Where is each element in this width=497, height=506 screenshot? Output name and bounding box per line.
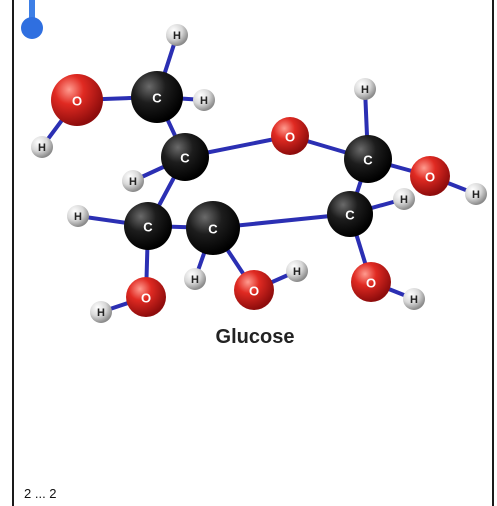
oxygen-sphere <box>410 156 450 196</box>
hydrogen-label: H <box>472 189 480 201</box>
carbon-label: C <box>208 222 218 237</box>
hydrogen-label: H <box>129 176 137 188</box>
hydrogen-sphere <box>403 288 425 310</box>
carbon-sphere <box>161 133 209 181</box>
carbon-atom-1: C <box>161 133 209 181</box>
carbon-label: C <box>363 153 373 168</box>
oxygen-atom-6: O <box>51 74 103 126</box>
carbon-label: C <box>180 151 190 166</box>
hydrogen-label: H <box>400 194 408 206</box>
hydrogen-sphere <box>286 260 308 282</box>
carbon-atom-3: C <box>186 201 240 255</box>
hydrogen-atom-16: H <box>67 205 89 227</box>
hydrogen-label: H <box>293 266 301 278</box>
oxygen-sphere <box>351 262 391 302</box>
oxygen-label: O <box>366 276 376 291</box>
selection-handle-bar[interactable] <box>29 0 35 26</box>
hydrogen-atom-19: H <box>286 260 308 282</box>
oxygen-sphere <box>126 277 166 317</box>
hydrogen-atom-18: H <box>90 301 112 323</box>
hydrogen-label: H <box>74 211 82 223</box>
oxygen-atom-7: O <box>271 117 309 155</box>
hydrogen-sphere <box>393 188 415 210</box>
hydrogen-sphere <box>193 89 215 111</box>
hydrogen-atom-13: H <box>193 89 215 111</box>
oxygen-label: O <box>425 170 435 185</box>
carbon-atom-0: C <box>131 71 183 123</box>
hydrogen-atom-14: H <box>31 136 53 158</box>
carbon-sphere <box>124 202 172 250</box>
hydrogen-sphere <box>354 78 376 100</box>
hydrogen-label: H <box>410 294 418 306</box>
hydrogen-label: H <box>97 307 105 319</box>
carbon-atom-2: C <box>124 202 172 250</box>
hydrogen-sphere <box>90 301 112 323</box>
carbon-sphere <box>186 201 240 255</box>
bottom-cut-text: 2 ... 2 <box>24 486 57 501</box>
hydrogen-atom-22: H <box>354 78 376 100</box>
oxygen-sphere <box>271 117 309 155</box>
oxygen-sphere <box>234 270 274 310</box>
hydrogen-atom-12: H <box>166 24 188 46</box>
selection-handle-knob[interactable] <box>21 17 43 39</box>
content-frame <box>12 0 494 506</box>
hydrogen-atom-23: H <box>465 183 487 205</box>
oxygen-label: O <box>72 94 82 109</box>
hydrogen-sphere <box>122 170 144 192</box>
oxygen-sphere <box>51 74 103 126</box>
oxygen-atom-9: O <box>234 270 274 310</box>
oxygen-atom-11: O <box>410 156 450 196</box>
hydrogen-sphere <box>67 205 89 227</box>
oxygen-atom-8: O <box>126 277 166 317</box>
carbon-label: C <box>152 91 162 106</box>
carbon-atom-4: C <box>327 191 373 237</box>
diagram-caption: Glucose <box>216 326 295 348</box>
hydrogen-label: H <box>200 95 208 107</box>
atoms-group: C C C C C C O O O O O O H H H H H H H H H H H H <box>31 24 487 323</box>
hydrogen-sphere <box>465 183 487 205</box>
hydrogen-atom-21: H <box>393 188 415 210</box>
carbon-sphere <box>131 71 183 123</box>
carbon-label: C <box>143 220 153 235</box>
carbon-atom-5: C <box>344 135 392 183</box>
hydrogen-label: H <box>191 274 199 286</box>
oxygen-label: O <box>141 291 151 306</box>
hydrogen-label: H <box>38 142 46 154</box>
carbon-label: C <box>345 208 355 223</box>
carbon-sphere <box>344 135 392 183</box>
oxygen-atom-10: O <box>351 262 391 302</box>
hydrogen-atom-20: H <box>403 288 425 310</box>
hydrogen-atom-15: H <box>122 170 144 192</box>
hydrogen-label: H <box>173 30 181 42</box>
oxygen-label: O <box>249 284 259 299</box>
hydrogen-sphere <box>184 268 206 290</box>
hydrogen-sphere <box>31 136 53 158</box>
hydrogen-atom-17: H <box>184 268 206 290</box>
oxygen-label: O <box>285 130 295 145</box>
hydrogen-sphere <box>166 24 188 46</box>
carbon-sphere <box>327 191 373 237</box>
hydrogen-label: H <box>361 84 369 96</box>
